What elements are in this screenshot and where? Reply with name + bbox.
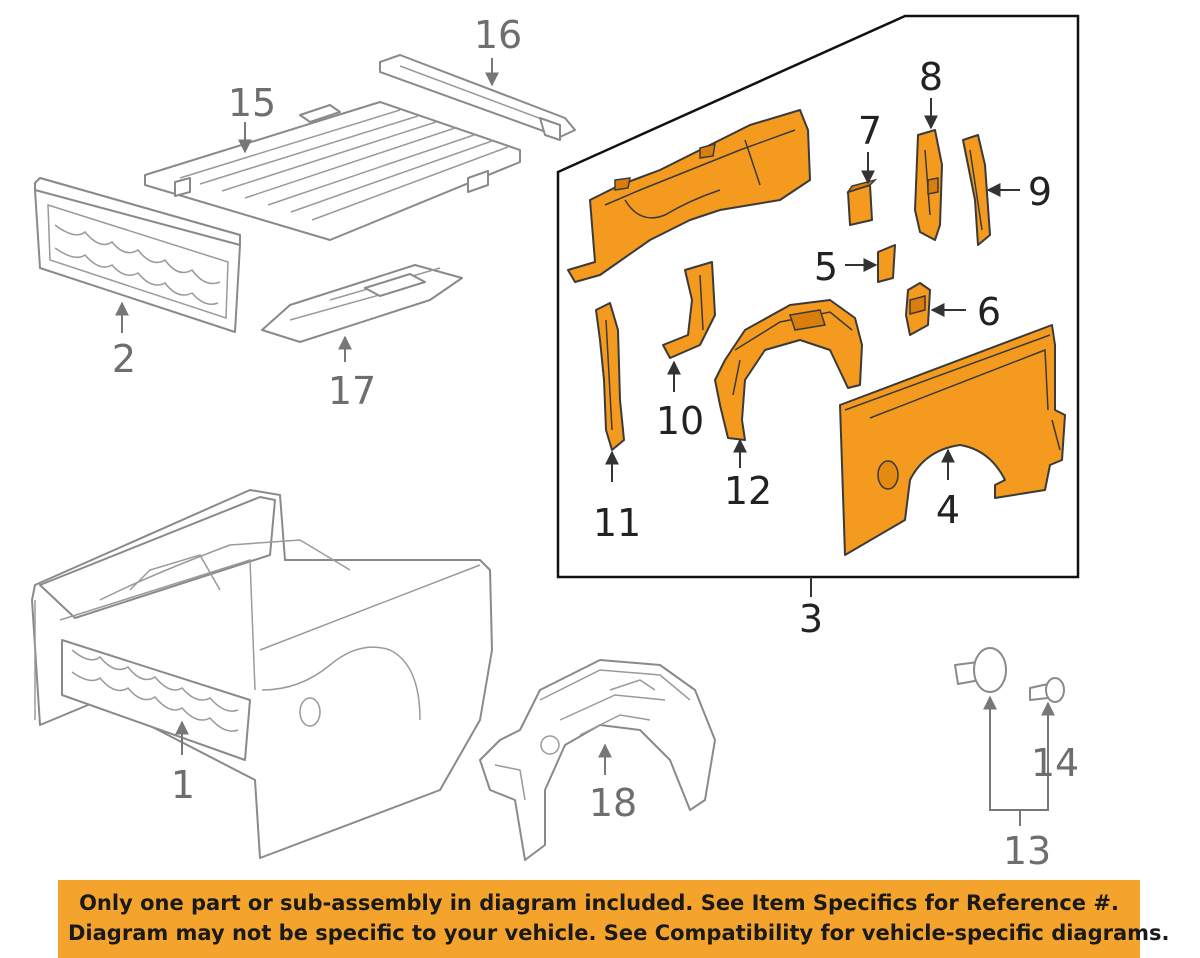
part-4-outer-panel xyxy=(839,324,1066,556)
callout-9: 9 xyxy=(1028,170,1052,214)
part-6-bracket xyxy=(905,282,931,336)
callout-6: 6 xyxy=(977,290,1001,334)
part-17-plate xyxy=(261,264,463,343)
part-16-rail xyxy=(379,54,576,141)
assembly-box xyxy=(556,14,1080,579)
part-15-floor xyxy=(144,101,521,241)
part-12-wheelhouse-liner xyxy=(714,299,863,441)
callout-14: 14 xyxy=(1031,741,1079,785)
disclaimer-banner: Only one part or sub-assembly in diagram… xyxy=(58,880,1170,958)
part-18-wheelhouse xyxy=(479,659,716,861)
part-9-pillar xyxy=(962,134,991,246)
callout-10: 10 xyxy=(656,399,704,443)
callout-13: 13 xyxy=(1003,829,1051,873)
part-2-tailgate xyxy=(34,177,241,333)
callout-7: 7 xyxy=(858,109,882,153)
leader-lines xyxy=(115,58,1055,826)
callout-12: 12 xyxy=(724,469,772,513)
callout-17: 17 xyxy=(328,369,376,413)
disclaimer-line-1: Only one part or sub-assembly in diagram… xyxy=(79,891,1119,915)
callout-2: 2 xyxy=(112,337,136,381)
callout-4: 4 xyxy=(936,488,960,532)
parts-diagram: 16 15 2 17 1 18 14 13 3 8 7 9 5 6 10 11 … xyxy=(31,13,1080,873)
part-7-bracket xyxy=(846,178,878,226)
part-3-inner-panel xyxy=(567,109,811,283)
callout-5: 5 xyxy=(814,245,838,289)
callout-8: 8 xyxy=(919,55,943,99)
part-8-pillar xyxy=(914,129,943,241)
part-5-gusset xyxy=(877,244,896,283)
callout-18: 18 xyxy=(589,781,637,825)
callout-15: 15 xyxy=(228,81,276,125)
callout-11: 11 xyxy=(593,501,641,545)
part-14-fastener xyxy=(1029,677,1065,703)
callout-1: 1 xyxy=(171,763,195,807)
callout-3: 3 xyxy=(799,597,823,641)
part-10-brace xyxy=(662,261,716,359)
part-11-pillar xyxy=(595,302,625,451)
callout-16: 16 xyxy=(474,13,522,57)
disclaimer-line-2: Diagram may not be specific to your vehi… xyxy=(68,921,1170,945)
part-13-grommet xyxy=(954,647,1007,693)
part-1-bed xyxy=(31,489,493,859)
